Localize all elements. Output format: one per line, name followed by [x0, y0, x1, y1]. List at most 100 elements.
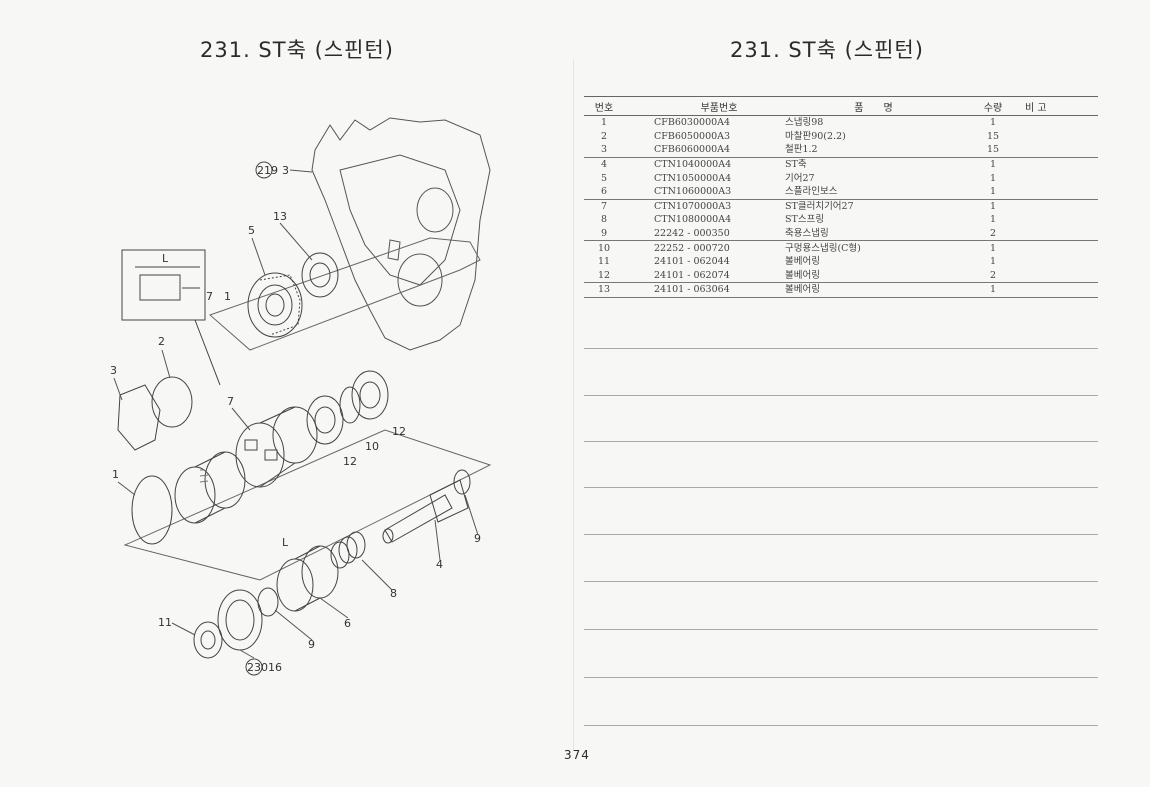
row-quantity: 1 — [989, 200, 997, 212]
row-part-name: 볼베어링 — [785, 268, 962, 284]
callout-spline-l: L — [282, 536, 289, 549]
st-shaft — [382, 479, 469, 544]
row-number: 2 — [600, 130, 608, 142]
callout-230: 230 — [247, 661, 268, 674]
row-number: 13 — [584, 282, 624, 298]
header-part-name: 품 명 — [785, 96, 962, 116]
empty-rule — [584, 348, 1098, 349]
empty-rule — [584, 487, 1098, 488]
row-part-name: 마찰판90(2.2) — [785, 130, 846, 142]
callout-12b: 12 — [392, 425, 406, 438]
leader-lines — [113, 169, 479, 659]
callout-9b: 9 — [308, 638, 315, 651]
st-spring — [330, 531, 366, 569]
callout-9a: 9 — [474, 532, 481, 545]
table-row: 10 22252 - 000720 구멍용스냅링(C형) 1 — [584, 241, 1098, 255]
table-row: 8 CTN1080000A4 ST스프링 1 — [584, 213, 1098, 227]
row-quantity: 15 — [962, 143, 1024, 158]
row-remarks — [1024, 213, 1098, 227]
transmission-housing — [311, 117, 491, 351]
row-quantity: 1 — [962, 282, 1024, 298]
empty-rule — [584, 629, 1098, 630]
callout-1: 1 — [112, 468, 119, 481]
callout-4: 4 — [436, 558, 443, 571]
row-number: 3 — [584, 143, 624, 158]
row-part-number: CFB6060000A4 — [624, 143, 785, 158]
header-remarks: 비 고 — [1024, 96, 1098, 116]
row-part-name: ST축 — [785, 159, 807, 171]
row-quantity: 1 — [989, 214, 997, 226]
row-number: 8 — [600, 214, 608, 226]
row-part-number: 24101 - 062074 — [624, 268, 785, 284]
row-quantity: 1 — [989, 117, 997, 129]
callout-labels: 219 3 13 5 L 7 1 2 3 7 10 12 12 1 4 9 8 … — [110, 161, 481, 676]
row-remarks — [1024, 171, 1098, 185]
callout-inset-l: L — [162, 252, 169, 265]
bearing-plate-outline — [209, 237, 481, 351]
snap-ring-c-10 — [339, 386, 361, 424]
bearing-cover — [217, 589, 263, 651]
row-quantity: 1 — [989, 256, 997, 268]
row-part-name: 축용스냅링 — [785, 226, 962, 242]
row-part-name: 구멍용스냅링(C형) — [785, 242, 861, 254]
callout-8: 8 — [390, 587, 397, 600]
callout-2: 2 — [158, 335, 165, 348]
empty-rule — [584, 534, 1098, 535]
row-number: 10 — [597, 242, 611, 254]
snap-ring-98 — [131, 475, 173, 545]
row-part-number: 22252 - 000720 — [654, 242, 730, 254]
page-number: 374 — [564, 748, 590, 762]
empty-rule — [584, 725, 1098, 726]
row-remarks — [1024, 116, 1098, 130]
ball-bearing-13 — [301, 252, 339, 298]
empty-rule — [584, 395, 1098, 396]
header-quantity: 수량 — [962, 96, 1024, 116]
callout-inset-1: 1 — [224, 290, 231, 303]
callout-230-qty: 16 — [268, 661, 282, 674]
callout-219-qty: 3 — [282, 164, 289, 177]
row-remarks — [1024, 241, 1098, 255]
callout-5: 5 — [248, 224, 255, 237]
detail-inset — [121, 249, 206, 321]
row-quantity: 1 — [989, 172, 997, 184]
row-part-number: CTN1080000A4 — [654, 214, 732, 226]
callout-13: 13 — [273, 210, 287, 223]
steel-plate-3 — [117, 384, 161, 451]
row-remarks — [1024, 130, 1098, 144]
row-number: 4 — [600, 159, 608, 171]
leader-line — [194, 319, 221, 386]
empty-rule — [584, 581, 1098, 582]
row-remarks — [1024, 226, 1098, 242]
callout-7: 7 — [227, 395, 234, 408]
friction-plate-2 — [151, 376, 193, 428]
row-part-number: CTN1060000A3 — [624, 184, 785, 200]
page-title-left: 231. ST축 (스핀턴) — [200, 38, 394, 62]
row-part-name: 기어27 — [785, 172, 815, 184]
row-quantity: 1 — [989, 242, 997, 254]
clutch-pack — [174, 451, 246, 524]
gear-27 — [247, 272, 303, 338]
row-part-name: 철판1.2 — [785, 143, 962, 158]
callout-inset-7: 7 — [206, 290, 213, 303]
row-part-number: CTN1070000A3 — [654, 200, 732, 212]
row-part-name: ST스프링 — [785, 214, 825, 226]
row-remarks — [1024, 199, 1098, 213]
row-number: 11 — [597, 256, 611, 268]
exploded-parts-diagram: 219 3 13 5 L 7 1 2 3 7 10 12 12 1 4 9 8 … — [100, 110, 500, 690]
row-quantity: 2 — [962, 268, 1024, 284]
callout-10: 10 — [365, 440, 379, 453]
st-clutch-gear-27 — [235, 406, 318, 488]
callout-11: 11 — [158, 616, 172, 629]
row-part-name: ST클러치기어27 — [785, 200, 854, 212]
ball-bearing-12b — [351, 370, 389, 420]
row-part-number: CTN1050000A4 — [654, 172, 732, 184]
row-number: 12 — [584, 268, 624, 284]
